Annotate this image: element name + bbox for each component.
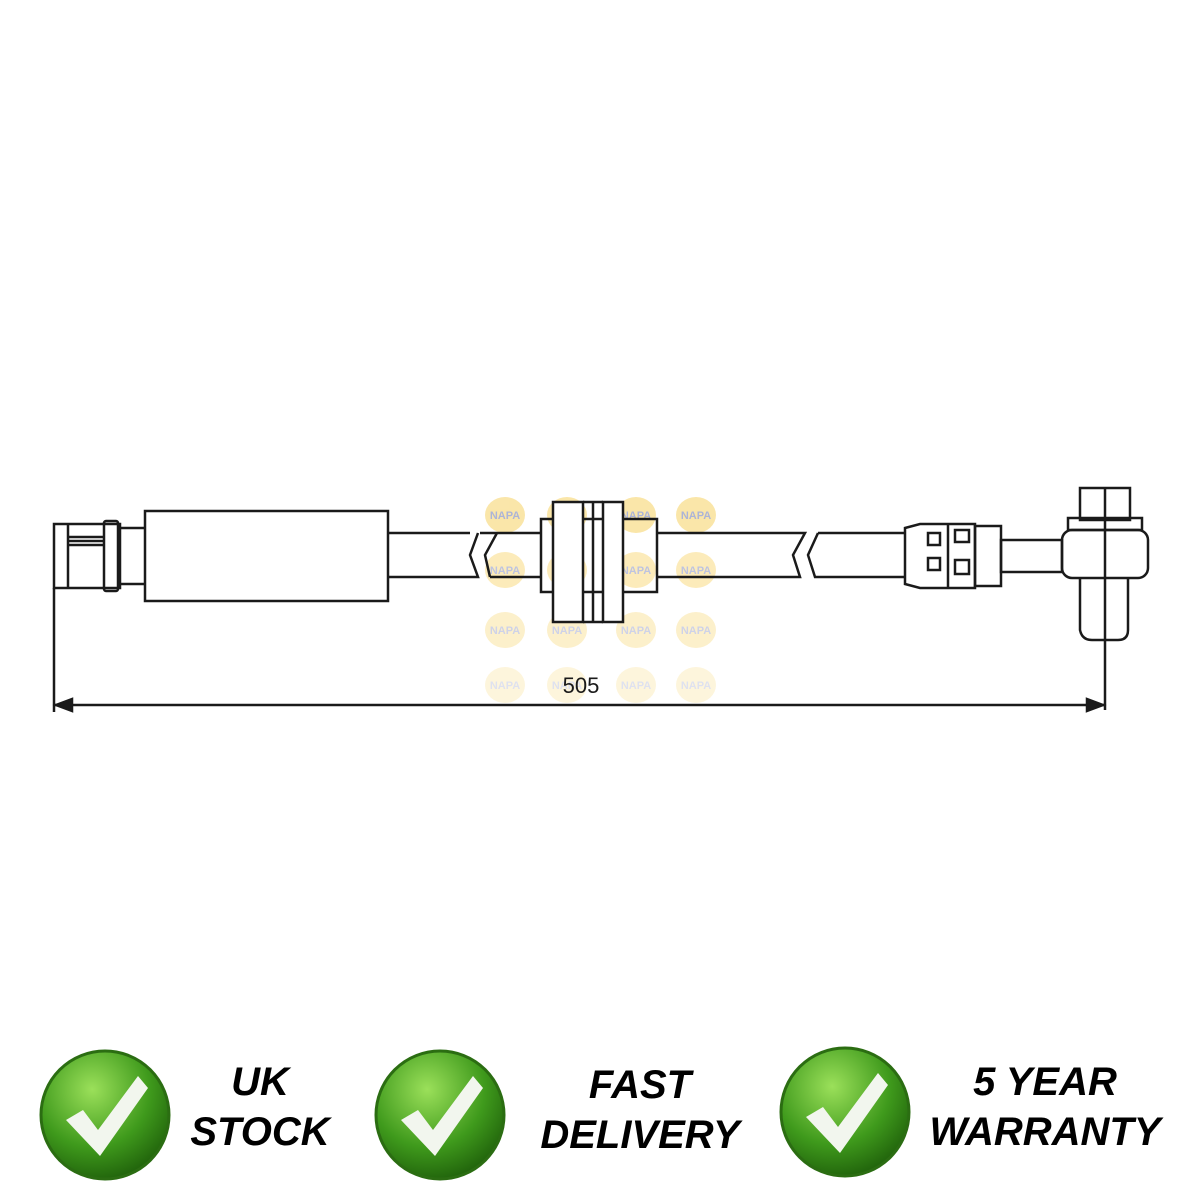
svg-text:NAPA: NAPA bbox=[681, 510, 711, 522]
svg-text:NAPA: NAPA bbox=[490, 565, 520, 577]
svg-text:NAPA: NAPA bbox=[681, 625, 711, 637]
brake-hose-diagram: NAPA NAPA NAPA NAPA NAPA NAPA NAPA NAPA NAPA NAPA… bbox=[52, 486, 1150, 713]
banjo-fitting bbox=[999, 486, 1150, 710]
napa-watermark: NAPA bbox=[616, 612, 656, 648]
check-circle-icon bbox=[39, 1049, 171, 1181]
svg-text:NAPA: NAPA bbox=[552, 625, 582, 637]
badge-line2: DELIVERY bbox=[540, 1113, 740, 1157]
svg-text:NAPA: NAPA bbox=[552, 680, 582, 692]
napa-watermark: NAPA bbox=[676, 552, 716, 588]
hose-tube-left bbox=[388, 531, 541, 579]
napa-watermark: NAPA bbox=[485, 552, 525, 588]
napa-watermark: NAPA bbox=[485, 612, 525, 648]
badge-line1: 5 YEAR bbox=[973, 1060, 1117, 1104]
napa-watermark: NAPA bbox=[676, 497, 716, 533]
check-circle-icon bbox=[779, 1046, 911, 1178]
badge-line2: STOCK bbox=[190, 1110, 330, 1154]
svg-text:NAPA: NAPA bbox=[490, 510, 520, 522]
left-fitting bbox=[52, 519, 145, 593]
svg-text:NAPA: NAPA bbox=[621, 565, 651, 577]
svg-text:NAPA: NAPA bbox=[490, 680, 520, 692]
right-fitting bbox=[903, 522, 1003, 590]
svg-text:NAPA: NAPA bbox=[621, 680, 651, 692]
badge-line1: FAST bbox=[588, 1063, 692, 1107]
dimension-line bbox=[52, 588, 1107, 713]
svg-text:NAPA: NAPA bbox=[681, 565, 711, 577]
napa-watermark: NAPA bbox=[676, 612, 716, 648]
napa-watermark: NAPA bbox=[676, 667, 716, 703]
hose-tube-right bbox=[657, 531, 905, 579]
napa-watermark: NAPA bbox=[485, 497, 525, 533]
hose-sleeve bbox=[143, 509, 390, 603]
napa-watermarks: NAPA NAPA NAPA NAPA NAPA NAPA NAPA NAPA NAPA NAPA… bbox=[485, 497, 716, 703]
hose-drawing bbox=[52, 486, 1150, 713]
svg-text:NAPA: NAPA bbox=[681, 680, 711, 692]
napa-watermark: NAPA bbox=[616, 667, 656, 703]
badge-line1: UK bbox=[231, 1060, 289, 1104]
center-grommet bbox=[539, 500, 659, 624]
badge-line2: WARRANTY bbox=[929, 1110, 1161, 1154]
check-circle-icon bbox=[374, 1049, 506, 1181]
napa-watermark: NAPA bbox=[547, 667, 587, 703]
napa-watermark: NAPA bbox=[616, 552, 656, 588]
svg-text:NAPA: NAPA bbox=[621, 625, 651, 637]
svg-text:NAPA: NAPA bbox=[490, 625, 520, 637]
dimension-label: 505 bbox=[563, 673, 600, 698]
napa-watermark: NAPA bbox=[485, 667, 525, 703]
